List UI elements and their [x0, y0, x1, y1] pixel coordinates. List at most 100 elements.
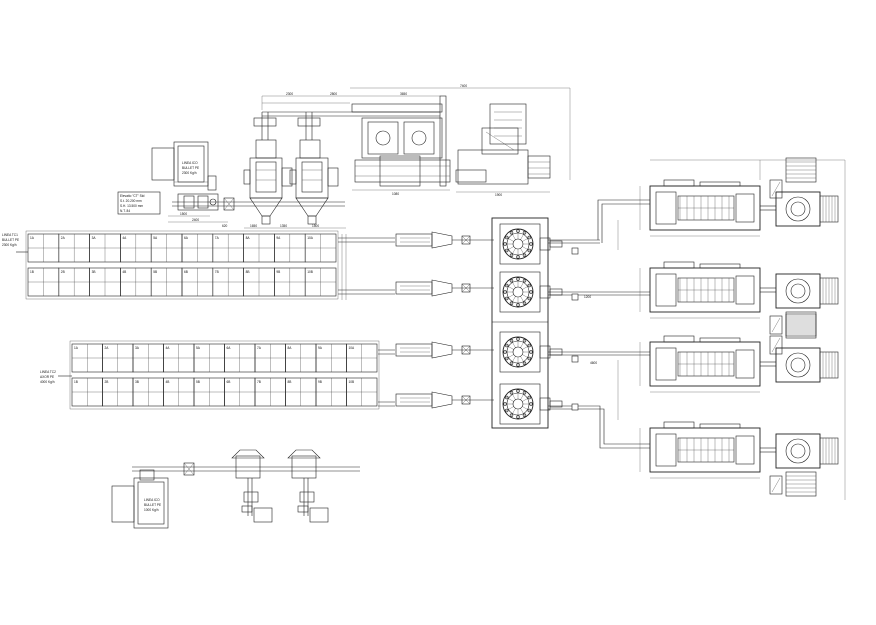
dim-1080: 1080 — [392, 192, 399, 196]
silo-top-1: 1A — [27, 233, 60, 263]
silo-top-8: 8A — [285, 343, 317, 373]
silo-bottom-7: 7B — [254, 377, 286, 407]
dim-top-1: 2300 — [286, 92, 293, 96]
silo-label: 1A — [74, 346, 79, 350]
dim-1500: 1500 — [180, 212, 187, 216]
silo-top-8: 8A — [243, 233, 275, 263]
silo-label: 10B — [349, 380, 355, 384]
dim-top-4: 7400 — [460, 84, 467, 88]
production-line-2 — [639, 261, 839, 337]
note-line-1: Elevatio "CT" Std — [120, 194, 145, 198]
dim-top-2: 2800 — [330, 92, 337, 96]
silo-label: 4A — [166, 346, 171, 350]
silo-label: 3A — [135, 346, 140, 350]
top-extruder-assembly: 1080 1900 — [351, 95, 551, 197]
silo-label: 2A — [61, 236, 66, 240]
silo-top-6: 6A — [181, 233, 214, 263]
rotary-unit-3 — [499, 331, 563, 373]
central-molding-units — [491, 217, 563, 429]
stacker-3 — [785, 313, 817, 339]
silo-bottom-9: 9B — [315, 377, 347, 407]
silo-bottom-9: 9B — [274, 267, 306, 297]
silo-bottom-10: 10B — [346, 377, 378, 407]
silo-bottom-5: 5B — [193, 377, 225, 407]
linea2-label-3: 4000 Kg/h — [40, 380, 55, 384]
silo-label: 7B — [257, 380, 261, 384]
silo-bottom-6: 6B — [224, 377, 256, 407]
dim-620: 620 — [222, 224, 228, 228]
silo-label: 9B — [318, 380, 322, 384]
linea-top-label-1: LINEA ICO — [182, 161, 198, 165]
silo-top-3: 3A — [132, 343, 164, 373]
distribution-lines: 4600 1200 — [548, 199, 650, 449]
note-line-2: S.t. 20.200 mm — [120, 199, 142, 203]
linea-top-label-2: BULLET PE — [182, 166, 199, 170]
silo-label: 9A — [318, 346, 323, 350]
silo-bottom-3: 3B — [132, 377, 164, 407]
silo-top-2: 2A — [58, 233, 90, 263]
silo-bottom-3: 3B — [89, 267, 121, 297]
dim-1900: 1900 — [495, 193, 502, 197]
production-line-3 — [639, 313, 839, 393]
dosing-towers: 2300 2800 3650 7400 1650 1350 1500 620 — [222, 84, 571, 229]
silo-label: 4B — [166, 380, 170, 384]
stacker-1 — [785, 157, 817, 183]
silo-bottom-8: 8B — [243, 267, 275, 297]
silo-label: 2B — [105, 380, 109, 384]
silo-top-5: 5A — [150, 233, 183, 263]
rotary-unit-1 — [499, 223, 563, 265]
silo-label: 8B — [288, 380, 292, 384]
production-line-4 — [639, 421, 839, 497]
stacker-4 — [785, 471, 817, 497]
note-line-4: N.T. 84 — [120, 209, 130, 213]
silo-bottom-4: 4B — [163, 377, 195, 407]
silo-label: 9A — [276, 236, 281, 240]
dim-top-3: 3650 — [400, 92, 407, 96]
silo-top-2: 2A — [102, 343, 134, 373]
silo-top-7: 7A — [212, 233, 244, 263]
silo-label: 10A — [349, 346, 356, 350]
dim-1650: 1650 — [250, 224, 257, 228]
silo-top-6: 6A — [224, 343, 256, 373]
silo-label: 4A — [122, 236, 127, 240]
linea-bottom-label-2: BULLET PE — [144, 503, 161, 507]
feed-hopper-4 — [395, 391, 494, 409]
silo-label: 4B — [122, 270, 126, 274]
silo-label: 3A — [92, 236, 97, 240]
silo-label: 5A — [153, 236, 158, 240]
silo-label: 6B — [227, 380, 231, 384]
silo-bottom-10: 10B — [304, 267, 337, 297]
linea2-label-1: LINEA TC2 — [40, 370, 56, 374]
silo-top-7: 7A — [254, 343, 286, 373]
silo-label: 6A — [227, 346, 232, 350]
silo-bottom-1: 1B — [27, 267, 60, 297]
silo-label: 1A — [30, 236, 35, 240]
silo-label: 7A — [215, 236, 220, 240]
silo-top-9: 9A — [274, 233, 306, 263]
feed-hopper-2 — [395, 279, 494, 297]
dim-2400: 2400 — [192, 218, 199, 222]
silo-bottom-2: 2B — [102, 377, 134, 407]
silo-label: 6A — [184, 236, 189, 240]
silo-top-5: 5A — [193, 343, 225, 373]
silo-label: 6B — [184, 270, 188, 274]
silo-top-3: 3A — [89, 233, 121, 263]
dim-1500b: 1500 — [312, 224, 319, 228]
silo-bottom-5: 5B — [150, 267, 183, 297]
silo-bottom-1: 1B — [71, 377, 103, 407]
silo-label: 5B — [153, 270, 157, 274]
dim-1350: 1350 — [280, 224, 287, 228]
silo-bottom-7: 7B — [212, 267, 244, 297]
silo-label: 7B — [215, 270, 219, 274]
silo-top-1: 1A — [71, 343, 103, 373]
silo-label: 10A — [307, 236, 314, 240]
bottom-left-line: LINEA ICO BULLET PE 1000 Kg/h — [111, 449, 360, 529]
silo-label: 10B — [307, 270, 313, 274]
dim-4600: 4600 — [590, 361, 597, 365]
silo-bottom-8: 8B — [285, 377, 317, 407]
silo-label: 2B — [61, 270, 65, 274]
silo-label: 5A — [196, 346, 201, 350]
